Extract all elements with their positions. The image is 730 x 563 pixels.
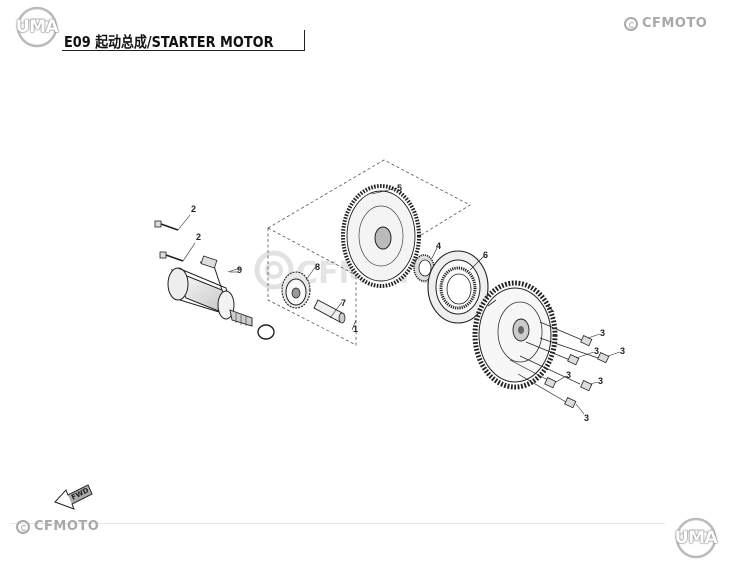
bolt-part-3-f xyxy=(517,373,577,409)
page-title-box: E09 起动总成/STARTER MOTOR xyxy=(62,30,305,51)
bolt-part-3-b xyxy=(539,337,610,364)
uma-logo-text: UMA xyxy=(15,17,59,37)
gear-assembly-dashed-outline xyxy=(267,159,471,276)
bolt-part-2-upper xyxy=(154,214,191,231)
callout-3-c: 3 xyxy=(594,346,599,356)
idle-gear-part-8 xyxy=(281,271,311,309)
callout-3-d: 3 xyxy=(598,376,603,386)
cfmoto-brand-top-right: CFMOTO xyxy=(624,16,707,31)
callout-6: 6 xyxy=(483,250,488,260)
shaft-part-7 xyxy=(313,299,346,324)
callout-3-b: 3 xyxy=(620,346,625,356)
uma-logo-bottom-right: UMA xyxy=(667,517,725,559)
callout-5: 5 xyxy=(397,183,402,193)
cfmoto-logo-icon xyxy=(16,519,30,534)
starter-motor-part-9 xyxy=(167,255,253,327)
cfmoto-logo-icon xyxy=(624,16,638,31)
uma-logo-ring-icon xyxy=(15,6,59,48)
callout-labels: 2 2 9 8 7 1 5 4 6 3 3 3 3 3 3 xyxy=(191,183,625,423)
uma-logo-ring-icon xyxy=(674,517,718,559)
cfmoto-brand-bottom-left: CFMOTO xyxy=(16,519,99,534)
uma-logo-text: UMA xyxy=(674,528,718,548)
callout-3-e: 3 xyxy=(566,370,571,380)
callout-2-lower: 2 xyxy=(196,232,201,242)
starter-driven-gear-part-5 xyxy=(341,184,421,288)
callout-7: 7 xyxy=(341,298,346,308)
footer-divider xyxy=(10,523,665,524)
uma-logo-top-left: UMA xyxy=(8,6,66,48)
cfmoto-brand-text: CFMOTO xyxy=(642,16,708,31)
bolt-part-3-c xyxy=(525,341,580,366)
cfmoto-brand-text: CFMOTO xyxy=(34,519,100,534)
one-way-clutch-part-6 xyxy=(427,250,489,324)
bolt-part-3-d xyxy=(519,355,593,392)
bolt-part-2-lower xyxy=(159,242,196,262)
gear-assembly-dashed-outline-lower xyxy=(267,228,357,346)
callout-8: 8 xyxy=(315,262,320,272)
callout-9: 9 xyxy=(237,265,242,275)
bolt-part-3-e xyxy=(509,359,557,389)
callout-2-upper: 2 xyxy=(191,204,196,214)
callout-4: 4 xyxy=(436,241,441,251)
forward-direction-arrow: FWD xyxy=(54,484,93,510)
callout-1: 1 xyxy=(353,324,358,334)
leader-lines xyxy=(230,187,621,415)
o-ring xyxy=(257,324,275,340)
flywheel-bolts-part-3 xyxy=(509,321,610,409)
flywheel-rotor xyxy=(472,280,558,390)
bolt-part-3-a xyxy=(539,321,593,347)
callout-3-a: 3 xyxy=(600,328,605,338)
callout-3-f: 3 xyxy=(584,413,589,423)
page-title: E09 起动总成/STARTER MOTOR xyxy=(64,33,274,51)
